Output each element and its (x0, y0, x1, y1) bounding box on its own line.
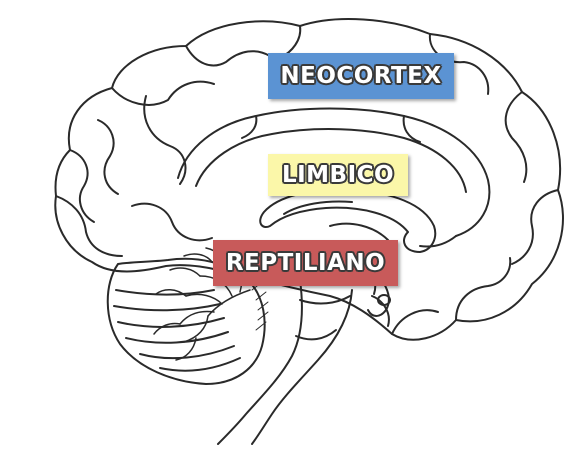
cerebellum-outline (106, 257, 266, 385)
label-neocortex: NEOCORTEX (268, 53, 454, 99)
label-limbico: LIMBICO (268, 154, 408, 196)
brainstem-outline (217, 279, 303, 445)
cingulate-gyrus-outline (177, 107, 491, 237)
label-reptiliano: REPTILIANO (213, 240, 398, 286)
cerebrum-outline (54, 18, 564, 341)
